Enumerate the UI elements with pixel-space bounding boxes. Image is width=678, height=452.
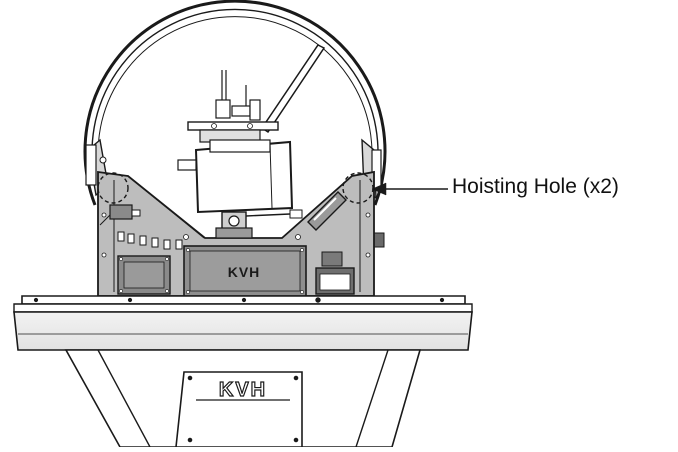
center-box-logo: KVH (228, 264, 261, 280)
gimbal-motor (215, 209, 303, 239)
base-platform (13, 295, 473, 351)
callout-leader (371, 182, 448, 196)
radome-dish (83, 0, 387, 206)
connector-row (117, 231, 183, 250)
hoisting-hole-left (97, 172, 129, 204)
feed-assembly (187, 70, 279, 143)
reflector-body (177, 139, 294, 214)
left-junction-block (99, 204, 141, 226)
hoisting-hole-right (342, 172, 374, 204)
left-control-box (117, 255, 171, 295)
reflector-strut (260, 44, 326, 134)
center-electronics-box (183, 245, 307, 297)
right-control-box (315, 251, 355, 295)
right-slanted-component (307, 191, 347, 231)
base-logo: KVH (219, 379, 267, 401)
hoisting-hole-label: Hoisting Hole (x2) (452, 175, 619, 198)
hoisting-hole-markers (97, 172, 374, 204)
base-logo-plate (175, 371, 303, 448)
